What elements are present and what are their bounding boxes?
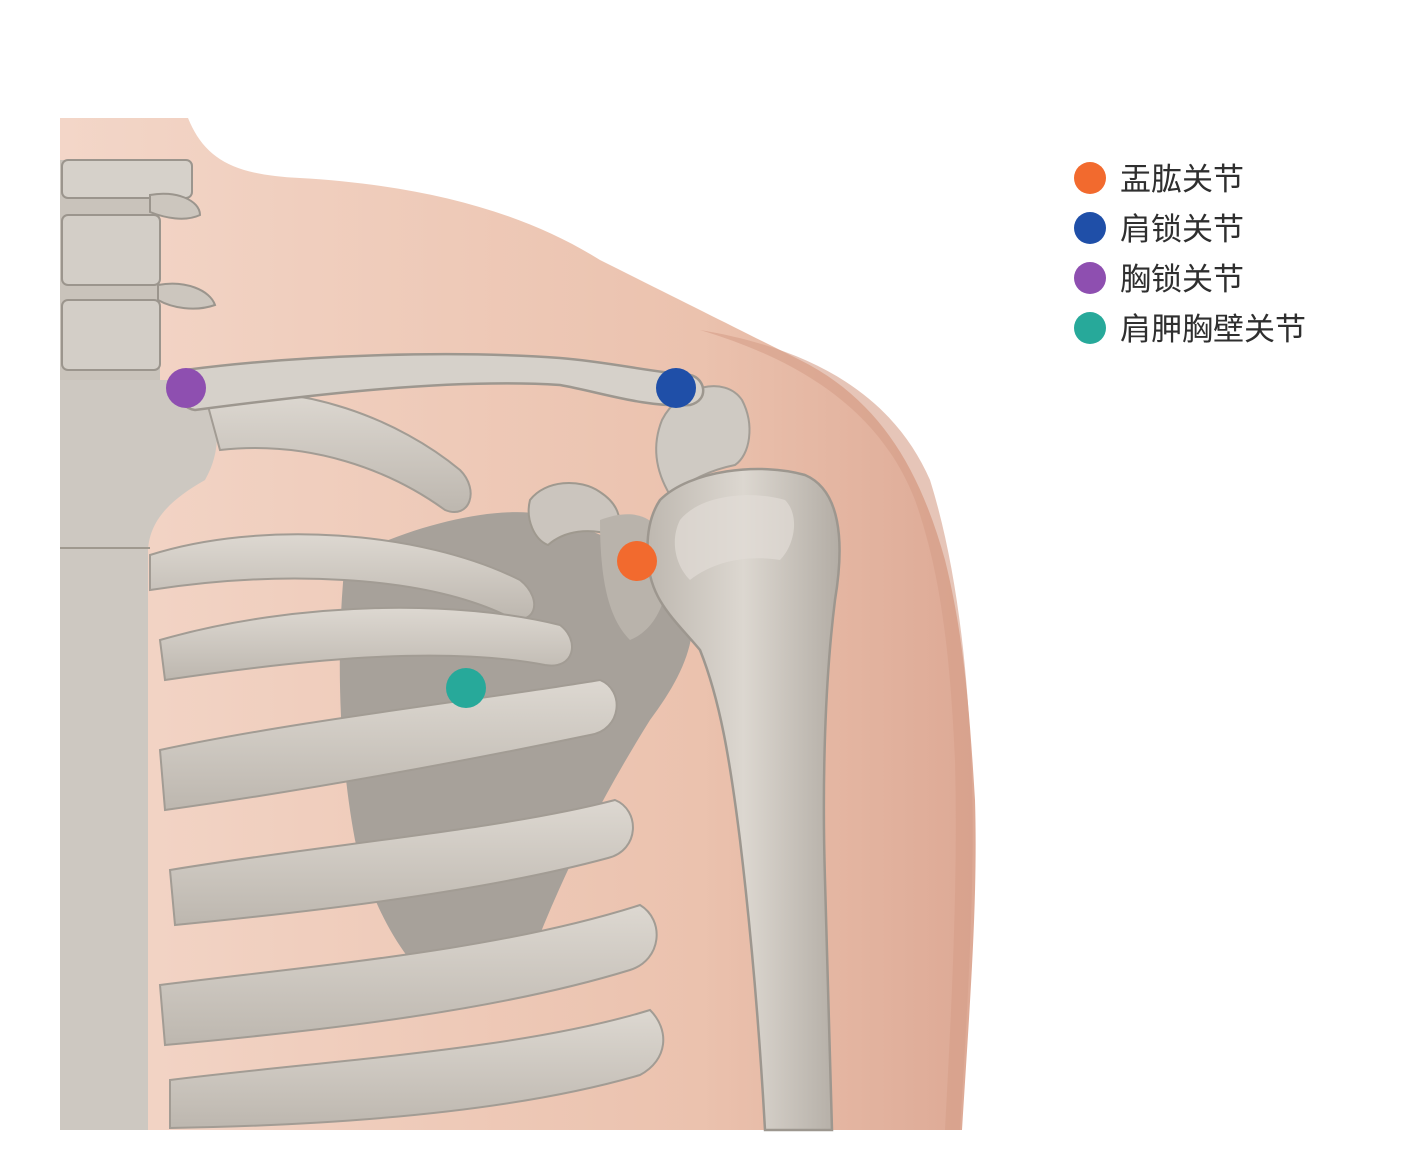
rib-4 [158,678,618,812]
humerus [646,467,841,1132]
sternum [60,380,218,1130]
legend-dot [1074,262,1106,294]
rib-5 [168,798,634,927]
legend-item-sternoclavicular[interactable]: 胸锁关节 [1074,250,1374,300]
legend-label: 肩锁关节 [1120,212,1244,248]
vertebra-process-2 [157,282,217,310]
humerus-head-highlight [674,495,795,580]
legend-label: 盂肱关节 [1120,162,1244,198]
acromion [655,385,751,497]
scapulothoracic-joint-marker[interactable] [446,668,486,708]
glenohumeral-joint-marker[interactable] [617,541,657,581]
legend-item-acromioclavicular[interactable]: 肩锁关节 [1074,200,1374,250]
rib-3 [158,606,573,682]
vertebra-process-1 [149,192,202,220]
clavicle [175,352,705,412]
legend-dot [1074,162,1106,194]
legend-label: 肩胛胸壁关节 [1120,312,1306,348]
rib-7 [169,1008,665,1130]
sternoclavicular-joint-marker[interactable] [166,368,206,408]
rib-2 [149,533,536,621]
vertebra-3 [61,299,161,371]
vertebra-2 [61,214,161,286]
legend-item-scapulothoracic[interactable]: 肩胛胸壁关节 [1074,300,1374,350]
legend-dot [1074,312,1106,344]
vertebra-1 [61,159,193,199]
legend-dot [1074,212,1106,244]
joint-legend: 盂肱关节 肩锁关节 胸锁关节 肩胛胸壁关节 [1074,150,1374,350]
rib-cage [149,390,665,1130]
rib-1 [203,390,472,513]
rib-6 [158,903,658,1047]
legend-item-glenohumeral[interactable]: 盂肱关节 [1074,150,1374,200]
acromioclavicular-joint-marker[interactable] [656,368,696,408]
legend-label: 胸锁关节 [1120,262,1244,298]
